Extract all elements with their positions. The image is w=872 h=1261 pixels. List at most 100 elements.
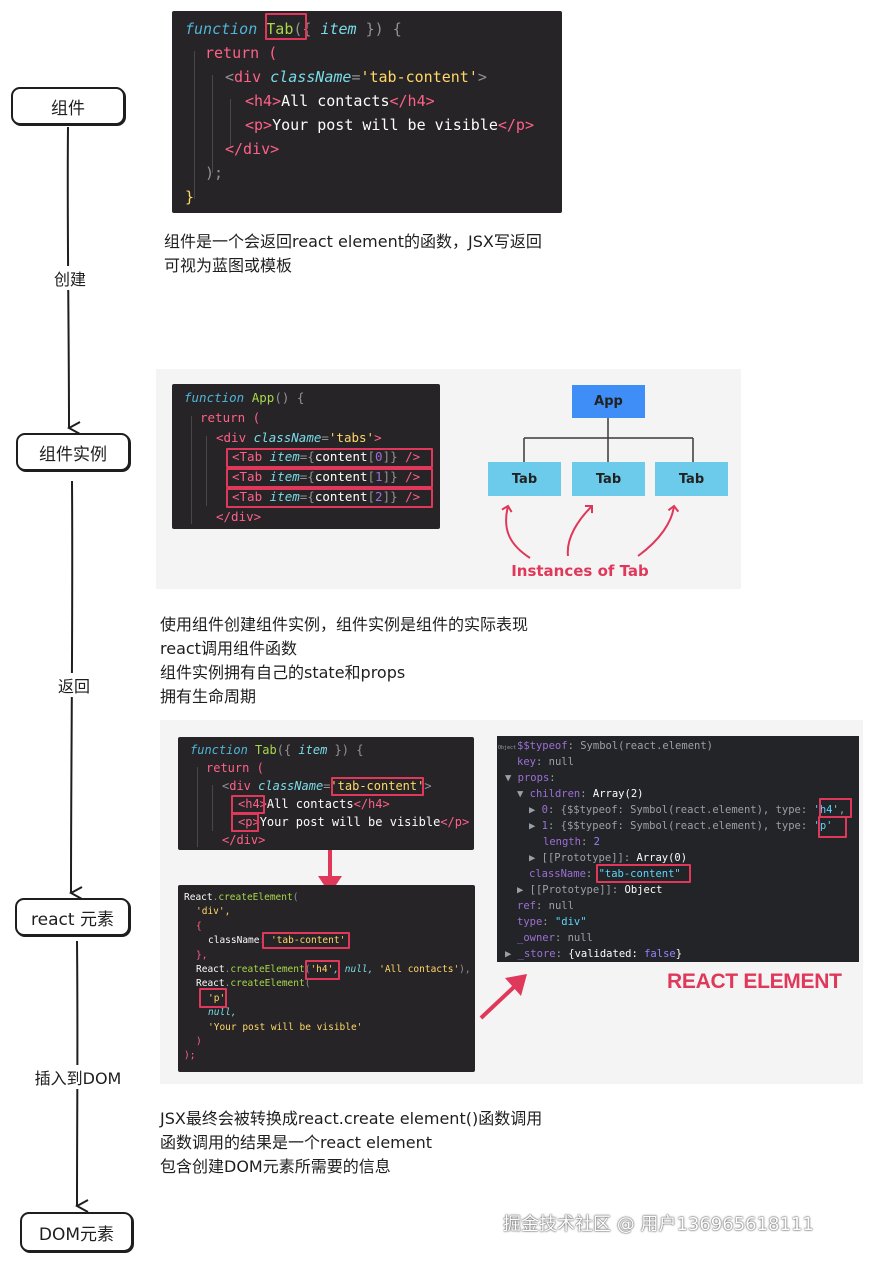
highlight-h4-arg	[305, 960, 340, 980]
code-line: React.createElement(	[184, 892, 299, 903]
code-line: 'p'	[208, 992, 226, 1004]
node-component-instance: 组件实例	[16, 433, 130, 471]
code-line: </div>	[216, 508, 262, 524]
highlight-console-classname	[596, 864, 691, 883]
code-line: function App() {	[184, 390, 305, 405]
tree-child-label: Tab	[511, 471, 538, 487]
console-line: ▼ children: Array(2)	[517, 788, 644, 800]
tree-child-tab: Tab	[655, 462, 728, 496]
highlight-classname-value	[262, 932, 350, 949]
code-line: return (	[205, 44, 278, 62]
highlight-tab-0	[226, 448, 433, 468]
tree-child-label: Tab	[595, 471, 622, 487]
component-note: 组件是一个会返回react element的函数，JSX写返回 可视为蓝图或模板	[164, 230, 542, 278]
code-line: <div className='tabs'>	[216, 429, 382, 445]
app-code-block: function App() { return ( <div className…	[172, 384, 440, 529]
note-line: 函数调用的结果是一个react element	[160, 1133, 433, 1152]
node-component-label: 组件	[51, 98, 85, 119]
code-line: <h4>All contacts</h4>	[245, 92, 435, 110]
console-line: $$typeof: Symbol(react.element)	[517, 740, 713, 752]
code-line: </div>	[225, 140, 280, 158]
node-element-label: react 元素	[31, 909, 114, 930]
code-line: <p>Your post will be visible</p>	[245, 116, 534, 134]
console-line: ref: null	[517, 900, 574, 912]
note-line: 包含创建DOM元素所需要的信息	[160, 1157, 391, 1176]
component-code-block: function Tab({ item }) { return ( <div c…	[172, 11, 562, 213]
code-line: return (	[200, 409, 261, 425]
highlight-p-arg	[199, 988, 227, 1008]
code-line: {	[196, 920, 202, 932]
highlight-console-h4	[819, 798, 852, 818]
note-line: 拥有生命周期	[160, 687, 257, 706]
watermark: 掘金技术社区 @ 用户136965618111	[503, 1214, 814, 1235]
edge-return-label: 返回	[44, 673, 104, 697]
console-line: ▶ [[Prototype]]: Object	[517, 884, 663, 896]
tab-instance-line: <Tab item={content[1]} />	[232, 469, 421, 485]
note-line: 组件是一个会返回react element的函数，JSX写返回	[164, 232, 542, 251]
code-line: </div>	[222, 833, 266, 847]
code-line: );	[184, 1050, 196, 1062]
code-line: 'div',	[196, 906, 231, 918]
react-element-label: REACT ELEMENT	[667, 970, 842, 993]
note-line: 使用组件创建组件实例，组件实例是组件的实际表现	[160, 615, 529, 634]
edge-create-label: 创建	[42, 266, 98, 290]
console-line: key: null	[517, 756, 574, 768]
console-line: length: 2	[543, 836, 600, 848]
react-element-console: Object $$typeof: Symbol(react.element) k…	[497, 736, 859, 962]
code-line: 'Your post will be visible'	[208, 1021, 363, 1033]
code-line: function Tab({ item }) {	[190, 743, 364, 757]
diagonal-arrow-icon	[479, 974, 527, 1020]
code-line: null,	[208, 1007, 237, 1019]
console-line: type: "div"	[517, 916, 587, 928]
console-line: ▶ _store: {validated: false}	[505, 948, 683, 960]
code-line: React.createElement('h4', null, 'All con…	[196, 964, 471, 976]
code-line: <h4>All contacts</h4>	[238, 797, 390, 811]
code-line: React.createElement(	[196, 978, 311, 990]
console-line: ▶ [[Prototype]]: Array(0)	[529, 852, 688, 864]
tab-code-block-small: function Tab({ item }) { return ( <div c…	[178, 737, 474, 850]
console-line: ▼ props:	[505, 772, 556, 784]
node-dom-element: DOM元素	[20, 1212, 133, 1252]
tab-instance-line: <Tab item={content[0]} />	[232, 449, 421, 465]
node-dom-label: DOM元素	[38, 1224, 115, 1245]
highlight-tab-1	[226, 468, 433, 488]
console-line: _owner: null	[517, 932, 593, 944]
code-line: <div className='tab-content'>	[225, 68, 487, 86]
note-line: react调用组件函数	[160, 639, 297, 658]
node-component: 组件	[11, 87, 125, 125]
node-react-element: react 元素	[15, 898, 130, 936]
note-line: 组件实例拥有自己的state和props	[160, 663, 406, 682]
node-instance-label: 组件实例	[39, 444, 107, 465]
code-line: )	[196, 1036, 202, 1048]
note-line: 可视为蓝图或模板	[164, 256, 293, 275]
code-line: <p>Your post will be visible</p>	[238, 815, 470, 829]
note-line: JSX最终会被转换成react.create element()函数调用	[160, 1109, 543, 1128]
highlight-classname	[331, 777, 424, 796]
tree-child-label: Tab	[678, 471, 705, 487]
instances-caption: Instances of Tab	[511, 562, 649, 580]
tree-root-app: App	[572, 385, 645, 418]
code-line: }	[185, 188, 195, 206]
console-line: ▶ 1: {$$typeof: Symbol(react.element), t…	[529, 820, 833, 832]
code-line: );	[205, 164, 224, 182]
highlight-tab-name	[265, 13, 307, 40]
tab-instance-line: <Tab item={content[2]} />	[232, 488, 421, 504]
component-tree-lines	[501, 418, 694, 559]
console-line: ▶ 0: {$$typeof: Symbol(react.element), t…	[529, 804, 846, 816]
code-line: function Tab({ item }) {	[185, 20, 402, 38]
highlight-h4	[231, 795, 265, 814]
highlight-console-p	[818, 816, 847, 838]
highlight-tab-2	[226, 488, 433, 508]
highlight-p	[231, 813, 259, 832]
console-line: className: "tab-content"	[529, 868, 681, 880]
code-line: return (	[206, 761, 264, 775]
tree-child-tab: Tab	[572, 462, 645, 496]
instance-note: 使用组件创建组件实例，组件实例是组件的实际表现 react调用组件函数 组件实例…	[160, 613, 528, 709]
component-name: Tab	[266, 20, 294, 38]
element-note: JSX最终会被转换成react.create element()函数调用 函数调…	[160, 1107, 542, 1179]
code-line: },	[196, 949, 208, 961]
edge-insert-label: 插入到DOM	[20, 1065, 136, 1089]
object-badge: Object	[498, 745, 517, 751]
tree-root-label: App	[594, 394, 623, 409]
code-line: <div className='tab-content'>	[222, 779, 432, 793]
